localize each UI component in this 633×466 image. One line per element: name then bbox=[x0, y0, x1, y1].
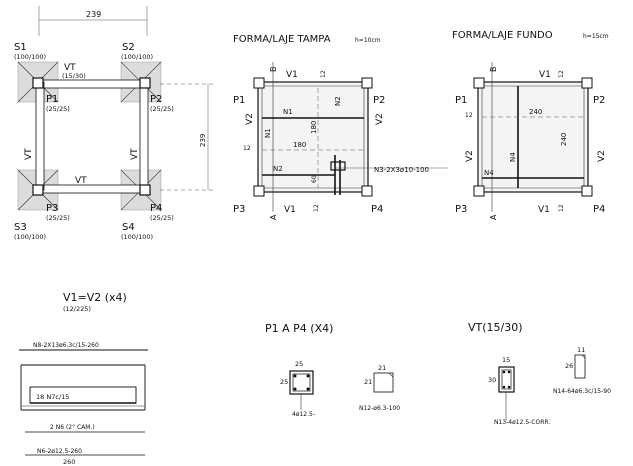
fundo-a: A bbox=[489, 214, 498, 220]
left-plan-right-dim: 239 bbox=[199, 134, 207, 147]
pillar-detail: P1 A P4 (X4) 25 25 4ø12.5- 21 21 N12-ø6.… bbox=[265, 322, 400, 418]
vt-n13: N13-4ø12.5-CORR. bbox=[494, 419, 550, 426]
label-p1-size: (25/25) bbox=[46, 105, 70, 113]
fundo-d12b: 12 bbox=[465, 112, 473, 119]
vt-n14: N14-64ø6.3c/15-90 bbox=[553, 388, 611, 395]
forma-fundo-title: FORMA/LAJE FUNDO bbox=[452, 30, 553, 41]
vt-h30: 30 bbox=[488, 376, 496, 384]
tampa-d180b: 180 bbox=[293, 141, 306, 149]
label-p4: P4 bbox=[150, 203, 162, 214]
fundo-slab bbox=[477, 81, 589, 193]
vt-w15: 15 bbox=[502, 356, 510, 364]
tampa-a: A bbox=[269, 214, 278, 220]
forma-fundo-plan: FORMA/LAJE FUNDO h=15cm B V1 12 P1 P2 12… bbox=[452, 30, 609, 220]
left-plan: 239 239 S1 (100/100) S2 (100/100) VT (15… bbox=[14, 6, 215, 241]
forma-tampa-title: FORMA/LAJE TAMPA bbox=[233, 34, 331, 45]
pillar-s25b: 25 bbox=[280, 378, 288, 386]
pillar-detail-title: P1 A P4 (X4) bbox=[265, 322, 333, 335]
fundo-d12c: 12 bbox=[558, 204, 565, 212]
label-p2: P2 bbox=[150, 94, 162, 105]
fundo-v1-bottom: V1 bbox=[538, 205, 550, 215]
tampa-n3: N3-2X3ø10-100 bbox=[374, 166, 429, 174]
beam-n7: 18 N7c/15 bbox=[36, 393, 69, 401]
label-vt-size: (15/30) bbox=[62, 72, 86, 80]
label-s1-size: (100/100) bbox=[14, 53, 46, 61]
pillar-s21b: 21 bbox=[364, 378, 372, 386]
pillar-p1 bbox=[32, 77, 44, 89]
fundo-p1: P1 bbox=[455, 95, 467, 106]
tampa-n1: N1 bbox=[283, 108, 293, 116]
fundo-d240b: 240 bbox=[560, 133, 568, 146]
tampa-n2-vert: N2 bbox=[334, 96, 342, 106]
tampa-n1-vert: N1 bbox=[264, 128, 272, 138]
left-plan-top-dim: 239 bbox=[86, 10, 101, 19]
forma-fundo-thickness: h=15cm bbox=[583, 33, 609, 40]
label-s1: S1 bbox=[14, 42, 27, 53]
label-s3: S3 bbox=[14, 222, 27, 233]
tampa-p1: P1 bbox=[233, 95, 245, 106]
tampa-p3: P3 bbox=[233, 204, 245, 215]
fundo-v1-top: V1 bbox=[539, 70, 551, 80]
label-vt-bottom: VT bbox=[75, 176, 87, 186]
forma-tampa-plan: FORMA/LAJE TAMPA h=10cm V1 B 12 P1 P2 N1… bbox=[233, 34, 448, 220]
vt-s11: 11 bbox=[577, 346, 585, 354]
label-s3-size: (100/100) bbox=[14, 233, 46, 241]
tampa-v2-right: V2 bbox=[375, 113, 385, 125]
label-vt-right: VT bbox=[130, 148, 140, 160]
beam-n6: N6-2ø12.5-260 bbox=[37, 448, 82, 455]
label-s4-size: (100/100) bbox=[121, 233, 153, 241]
fundo-d12a: 12 bbox=[558, 70, 565, 78]
pillar-p3 bbox=[32, 184, 44, 196]
beam-length: 260 bbox=[63, 458, 75, 466]
fundo-v2-left: V2 bbox=[465, 150, 475, 162]
label-p4-size: (25/25) bbox=[150, 214, 174, 222]
tampa-b: B bbox=[269, 67, 278, 73]
beam-detail: V1=V2 (x4) (12/225) N8-2X13ø6.3c/15-260 … bbox=[19, 291, 148, 466]
fundo-v2-right: V2 bbox=[597, 150, 607, 162]
tampa-d12b: 12 bbox=[243, 145, 251, 152]
vt-s26: 26 bbox=[565, 362, 573, 370]
fundo-p3: P3 bbox=[455, 204, 467, 215]
tampa-v2-left: V2 bbox=[245, 113, 255, 125]
fundo-p4: P4 bbox=[593, 204, 605, 215]
label-s2: S2 bbox=[122, 42, 135, 53]
fundo-d240a: 240 bbox=[529, 108, 542, 116]
tampa-d180a: 180 bbox=[310, 121, 318, 134]
label-p1: P1 bbox=[46, 94, 58, 105]
tampa-p2: P2 bbox=[373, 95, 385, 106]
beam-detail-title: V1=V2 (x4) bbox=[63, 291, 127, 304]
forma-tampa-thickness: h=10cm bbox=[355, 37, 381, 44]
pillar-s21a: 21 bbox=[378, 364, 386, 372]
beam-n8: N8-2X13ø6.3c/15-260 bbox=[33, 342, 99, 349]
label-vt-top: VT bbox=[64, 63, 76, 73]
tampa-d60: 60 bbox=[311, 175, 318, 183]
fundo-b: B bbox=[489, 67, 498, 73]
pillar-p2 bbox=[139, 77, 151, 89]
label-p3-size: (25/25) bbox=[46, 214, 70, 222]
pillar-stirrup: N12-ø6.3-100 bbox=[359, 405, 400, 412]
label-s2-size: (100/100) bbox=[121, 53, 153, 61]
pillar-s25a: 25 bbox=[295, 360, 303, 368]
beam-detail-size: (12/225) bbox=[63, 305, 91, 313]
tampa-d12c: 12 bbox=[313, 204, 320, 212]
fundo-p2: P2 bbox=[593, 95, 605, 106]
tampa-v1-top: V1 bbox=[286, 70, 298, 80]
label-vt-left: VT bbox=[24, 148, 34, 160]
pillar-p4 bbox=[139, 184, 151, 196]
beam-n6-cam: 2 N6 (2° CAM.) bbox=[50, 424, 95, 431]
tampa-v1-bottom: V1 bbox=[284, 205, 296, 215]
label-p3: P3 bbox=[46, 203, 58, 214]
tampa-slab bbox=[257, 81, 369, 193]
fundo-n4-vert: N4 bbox=[509, 152, 517, 162]
tampa-n2: N2 bbox=[273, 165, 283, 173]
tampa-p4: P4 bbox=[371, 204, 383, 215]
label-s4: S4 bbox=[122, 222, 135, 233]
vt-detail-title: VT(15/30) bbox=[468, 321, 523, 334]
tampa-d12a: 12 bbox=[320, 70, 327, 78]
pillar-bars: 4ø12.5- bbox=[292, 411, 315, 418]
vt-detail: VT(15/30) 15 30 N13-4ø12.5-CORR. 11 26 N… bbox=[468, 321, 611, 426]
label-p2-size: (25/25) bbox=[150, 105, 174, 113]
fundo-n4: N4 bbox=[484, 169, 494, 177]
